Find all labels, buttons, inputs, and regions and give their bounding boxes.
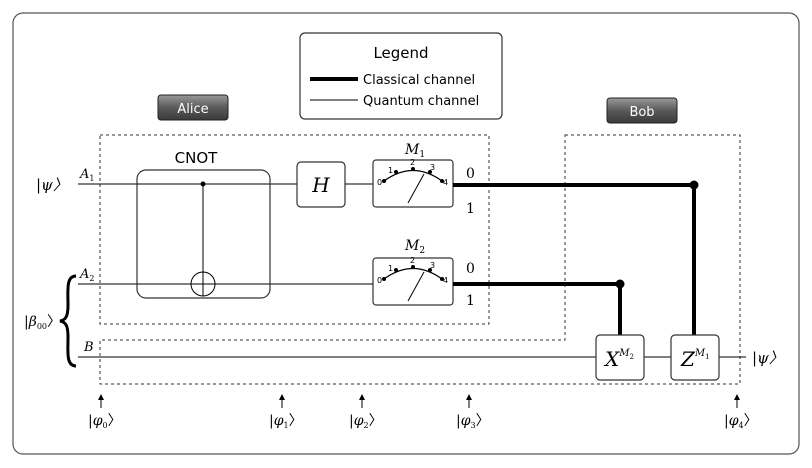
meter-m1-tick-2: 2 bbox=[410, 158, 415, 167]
alice-tag: Alice bbox=[157, 94, 229, 121]
psi-input: |ψ〉 bbox=[36, 176, 68, 194]
timestep-4: |φ4〉 bbox=[724, 394, 758, 430]
svg-text:XM2: XM2 bbox=[603, 347, 634, 371]
svg-text:|φ0〉: |φ0〉 bbox=[88, 413, 122, 430]
meter-m2: 0 1 2 3 4 bbox=[372, 256, 454, 306]
svg-text:|φ1〉: |φ1〉 bbox=[269, 413, 303, 430]
meter-m1-label: M1 bbox=[404, 142, 425, 160]
timestep-1: |φ1〉 bbox=[269, 394, 303, 430]
meter-m1-tick-0: 0 bbox=[377, 178, 382, 187]
beta-00-state: |β00〉 bbox=[24, 314, 61, 331]
psi-output: |ψ〉 bbox=[752, 349, 784, 367]
wire-b-label: B bbox=[83, 340, 94, 355]
legend-title: Legend bbox=[373, 44, 428, 62]
svg-text:|φ3〉: |φ3〉 bbox=[456, 413, 490, 430]
bob-label: Bob bbox=[629, 105, 654, 120]
alice-region bbox=[99, 134, 490, 325]
meter-m1-tick-3: 3 bbox=[430, 163, 435, 172]
bell-pair-brace bbox=[59, 274, 77, 368]
meter-m1-tick-4: 4 bbox=[443, 178, 448, 187]
alice-label: Alice bbox=[177, 102, 208, 117]
legend-classical-label: Classical channel bbox=[363, 73, 475, 88]
hadamard-gate: H bbox=[296, 161, 346, 208]
wire-a1-label: A1 bbox=[79, 167, 94, 183]
cnot-control-dot bbox=[200, 181, 206, 187]
meter-m2-tick-1: 1 bbox=[388, 264, 393, 273]
meter-m2-label: M2 bbox=[404, 238, 425, 256]
legend-box: Legend Classical channel Quantum channel bbox=[299, 32, 503, 120]
m1-outcome-1: 1 bbox=[466, 201, 475, 217]
m1-outcome-0: 0 bbox=[466, 166, 475, 182]
legend-quantum-label: Quantum channel bbox=[363, 94, 479, 109]
meter-m2-tick-2: 2 bbox=[410, 256, 415, 265]
z-gate: ZM1 bbox=[670, 334, 720, 381]
hadamard-label: H bbox=[311, 173, 330, 197]
meter-m2-tick-4: 4 bbox=[443, 276, 448, 285]
x-gate: XM2 bbox=[595, 334, 645, 381]
wire-a2-label: A2 bbox=[79, 267, 94, 283]
m2-outcome-1: 1 bbox=[466, 293, 475, 309]
bob-tag: Bob bbox=[606, 97, 678, 124]
meter-m1-tick-1: 1 bbox=[388, 166, 393, 175]
cnot-gate bbox=[136, 169, 271, 299]
svg-text:|φ4〉: |φ4〉 bbox=[724, 413, 758, 430]
timestep-3: |φ3〉 bbox=[456, 394, 490, 430]
meter-m1: 0 1 2 3 4 bbox=[372, 158, 454, 208]
meter-m2-tick-0: 0 bbox=[377, 276, 382, 285]
cnot-label: CNOT bbox=[175, 149, 219, 167]
meter-m2-tick-3: 3 bbox=[430, 261, 435, 270]
svg-text:ZM1: ZM1 bbox=[680, 347, 710, 371]
timestep-2: |φ2〉 bbox=[349, 394, 383, 430]
svg-text:|φ2〉: |φ2〉 bbox=[349, 413, 383, 430]
m2-outcome-0: 0 bbox=[466, 261, 475, 277]
timestep-0: |φ0〉 bbox=[88, 394, 122, 430]
bob-region bbox=[99, 134, 741, 385]
